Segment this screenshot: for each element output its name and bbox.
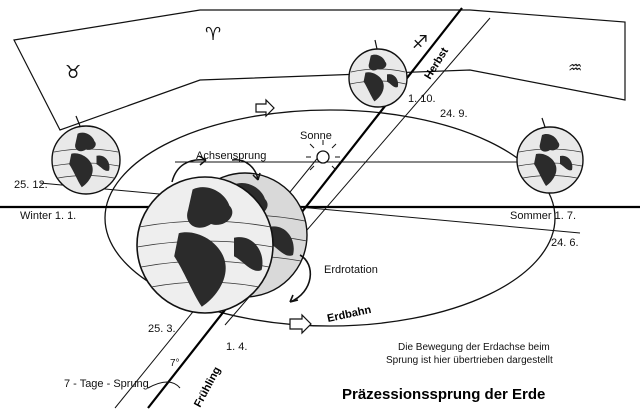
erdrotation-label: Erdrotation <box>324 264 378 276</box>
earth-globe-winter-icon <box>51 115 121 195</box>
note-line-2: Sprung ist hier übertrieben dargestellt <box>386 355 553 366</box>
date-25-12-label: 25. 12. <box>14 179 48 191</box>
sprung-label: 7 - Tage - Sprung <box>64 378 149 390</box>
date-24-9-label: 24. 9. <box>440 108 468 120</box>
sagittarius-glyph: ♐ <box>412 32 428 53</box>
diagram-title: Präzessionssprung der Erde <box>342 386 545 403</box>
fruehling-label: Frühling <box>192 365 223 409</box>
erdbahn-label: Erdbahn <box>326 304 372 325</box>
winter-label: Winter 1. 1. <box>20 210 76 222</box>
achsensprung-label: Achsensprung <box>196 150 266 162</box>
date-1-10-label: 1. 10. <box>408 93 436 105</box>
date-25-3-label: 25. 3. <box>148 323 176 335</box>
erdrotation-arrow-icon <box>289 254 312 303</box>
earth-globe-autumn-icon <box>348 39 408 108</box>
orbit-direction-arrow-top-icon <box>255 98 275 118</box>
angle-label: 7° <box>170 358 180 369</box>
angle-arc <box>147 381 181 389</box>
note-line-1: Die Bewegung der Erdachse beim <box>398 342 550 353</box>
equinox-line-primary <box>147 7 463 409</box>
sun-icon <box>306 140 340 171</box>
sommer-label: Sommer 1. 7. <box>510 210 576 222</box>
zodiac-band <box>13 9 626 131</box>
achsensprung-arrow-right-icon <box>231 159 261 181</box>
date-1-4-label: 1. 4. <box>226 341 247 353</box>
taurus-glyph: ♉ <box>65 62 81 83</box>
earth-globe-spring-front-icon <box>136 176 274 314</box>
sonne-label: Sonne <box>300 130 332 142</box>
solstice-line <box>39 182 581 234</box>
date-24-6-label: 24. 6. <box>551 237 579 249</box>
aquarius-glyph: ♒ <box>568 58 582 77</box>
aries-glyph: ♈ <box>205 24 221 45</box>
orbit-direction-arrow-bottom-icon <box>289 313 312 335</box>
achsensprung-arrow-icon <box>171 155 207 183</box>
earth-orbit <box>104 109 556 327</box>
earth-globe-summer-icon <box>516 117 584 194</box>
